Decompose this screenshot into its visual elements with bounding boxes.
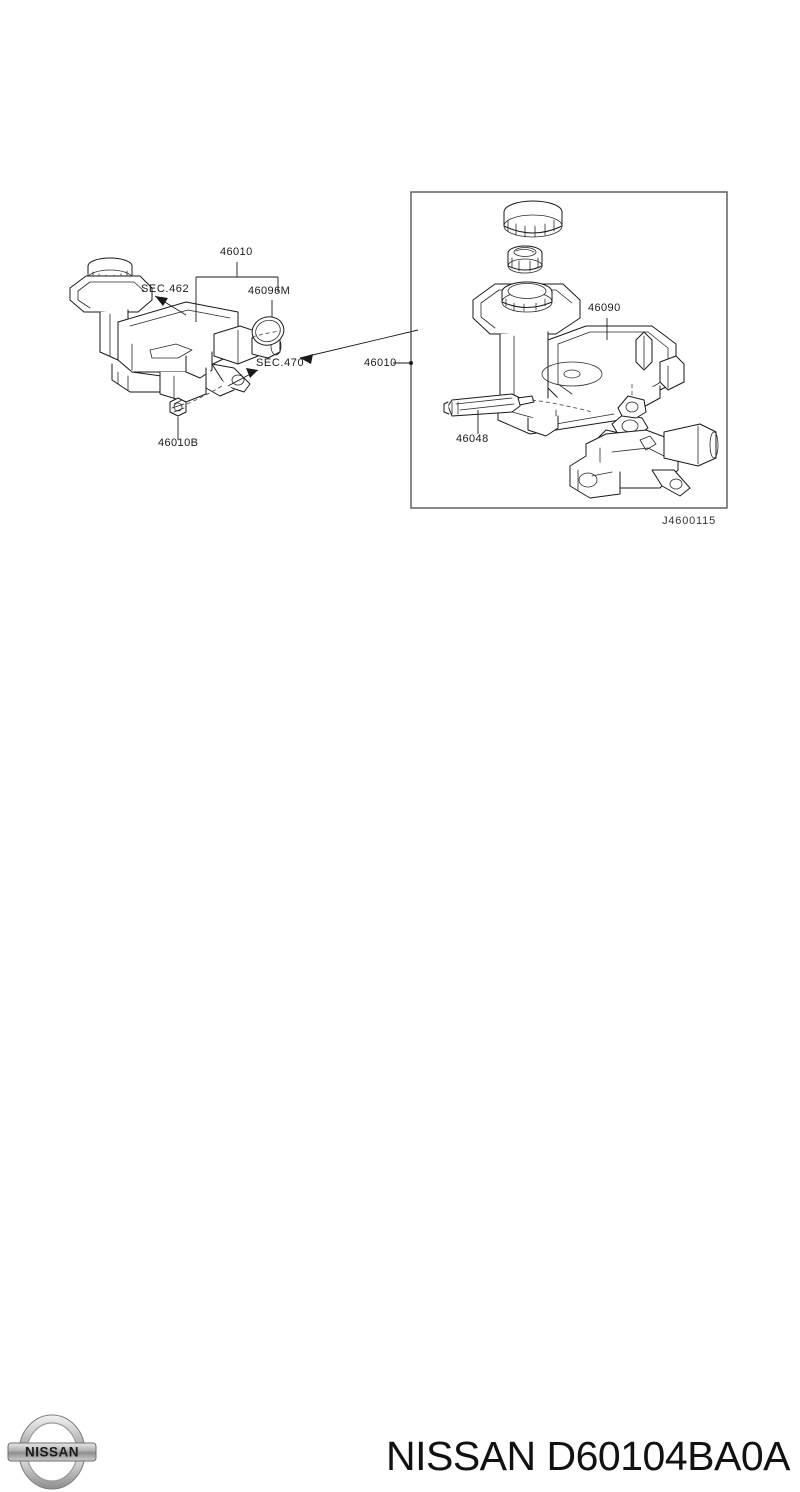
fluid-level-sensor-46048	[443, 393, 535, 417]
leader-46010-box	[393, 361, 413, 365]
o-ring-46096m	[251, 316, 285, 346]
reservoir-tank-left	[69, 275, 153, 361]
leader-46010-left	[195, 262, 279, 322]
footer-part-number: NISSAN D60104BA0A	[385, 1432, 791, 1479]
nissan-logo: NISSAN	[7, 1414, 97, 1490]
callout-label-46090: 46090	[588, 302, 621, 314]
parts-diagram-root: 46010 SEC.462 46096M SEC.470 46010B 4601…	[0, 191, 800, 1490]
arrow-sec470	[227, 368, 259, 387]
reservoir-tank-right	[472, 281, 685, 437]
footer-bar: NISSAN NISSAN D60104BA0A	[0, 700, 800, 1490]
detail-view-frame	[410, 191, 728, 509]
master-cylinder-body-left	[111, 301, 239, 403]
callout-label-sec462: SEC.462	[141, 283, 189, 295]
reservoir-cap-right	[503, 200, 563, 238]
master-cylinder-body-right	[569, 395, 719, 499]
assembly-path-nut	[186, 385, 223, 405]
assembly-path-oring	[251, 330, 281, 338]
callout-label-46010-box: 46010	[364, 357, 397, 369]
arrow-sec462	[154, 295, 187, 316]
callout-label-46010: 46010	[220, 246, 253, 258]
diagram-canvas: 46010 SEC.462 46096M SEC.470 46010B 4601…	[69, 191, 728, 527]
callout-label-46010b: 46010B	[158, 437, 198, 449]
right-assembly-drawing	[443, 200, 719, 499]
reservoir-strainer	[507, 245, 543, 274]
callout-label-46048: 46048	[456, 433, 489, 445]
arrow-to-detail-box	[299, 329, 419, 364]
cylinder-barrel-left	[205, 325, 282, 397]
left-assembly-drawing	[69, 257, 419, 440]
callout-label-sec470: SEC.470	[256, 357, 304, 369]
assembly-path-sensor	[531, 399, 593, 413]
mounting-nut-46010b	[169, 397, 187, 417]
callout-label-46096m: 46096M	[248, 285, 290, 297]
nissan-logo-text: NISSAN	[25, 1445, 79, 1460]
drawing-id-label: J4600115	[662, 515, 716, 527]
